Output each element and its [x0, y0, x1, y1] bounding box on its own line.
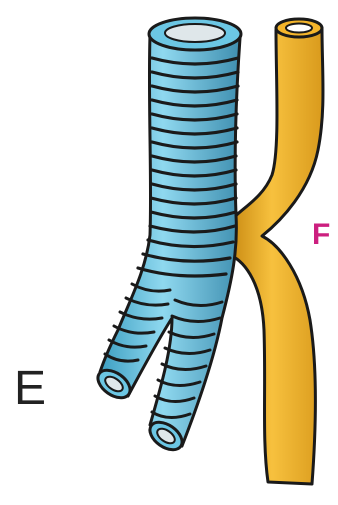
label-f: F	[312, 220, 330, 250]
esophagus	[230, 19, 323, 484]
trachea	[93, 18, 241, 455]
label-e: E	[14, 365, 46, 413]
